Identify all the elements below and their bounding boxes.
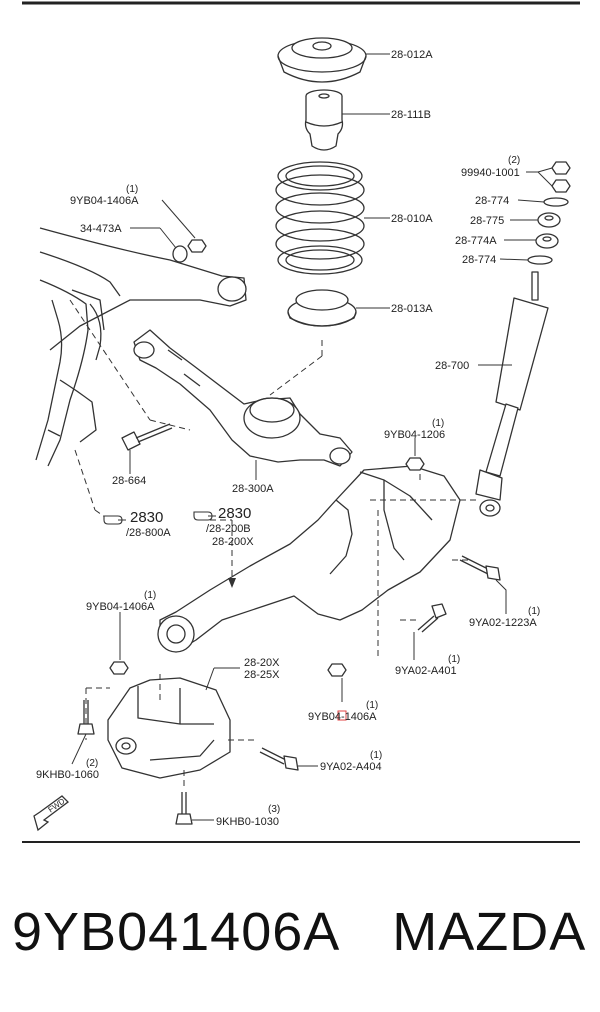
bolt-9ya021223a [459, 555, 501, 581]
callout-label[interactable]: 9YA02-A401 [395, 665, 457, 677]
callout-qty: (1) [432, 418, 444, 429]
ref-28800a[interactable]: /28-800A [126, 527, 171, 539]
ref-2825x[interactable]: 28-25X [244, 669, 280, 681]
bolt-9khb01030 [175, 792, 193, 825]
nut-lower-mount [327, 663, 347, 677]
callout-label[interactable]: 28-013A [391, 303, 433, 315]
callout-qty: (1) [126, 184, 138, 195]
highlight-box [337, 710, 347, 721]
bolt-28664 [121, 423, 173, 451]
footer-title: 9YB041406A MAZDA [0, 892, 600, 972]
shock-absorber [475, 271, 549, 517]
callout-labels: 28-012A 28-111B 28-010A 28-013A (2) 9994… [36, 49, 540, 828]
parts-diagram: FWD 28-012A 28-111B 28-010A 28-013A (2) … [22, 1, 580, 843]
callout-label[interactable]: 9YA02-1223A [469, 617, 537, 629]
ref-2830-left[interactable]: 2830 [130, 509, 163, 526]
callout-label[interactable]: 9YB04-1206 [384, 429, 445, 441]
fwd-arrow-icon: FWD [33, 795, 69, 832]
callout-label[interactable]: 9YB04-1406A [308, 711, 377, 723]
callout-qty: (1) [144, 590, 156, 601]
ref-28200b[interactable]: /28-200B [206, 523, 251, 535]
nut-upper-mount [109, 661, 129, 675]
callout-label[interactable]: 9YA02-A404 [320, 761, 382, 773]
callout-label[interactable]: 28-111B [391, 109, 431, 121]
lower-spring-seat [287, 289, 357, 327]
ref-2830-right[interactable]: 2830 [218, 505, 251, 522]
callout-label[interactable]: 28-300A [232, 483, 274, 495]
reference-labels: 2830 /28-800A 2830 /28-200B 28-200X 28-2… [103, 505, 280, 681]
callout-qty: (2) [508, 155, 520, 166]
callout-qty: (1) [370, 750, 382, 761]
callout-qty: (1) [366, 700, 378, 711]
crossmember-frame [35, 227, 247, 467]
pointing-hand-icon [103, 515, 126, 525]
bolt-9ya02a401 [417, 603, 447, 633]
nut-9yb041206 [405, 457, 425, 471]
callout-label[interactable]: 9KHB0-1060 [36, 769, 99, 781]
callout-label[interactable]: 28-774A [455, 235, 497, 247]
callout-label[interactable]: 28-774 [475, 195, 509, 207]
bolt-9ya02a404 [259, 747, 299, 771]
callout-label[interactable]: 99940-1001 [461, 167, 520, 179]
callout-label[interactable]: 28-775 [470, 215, 504, 227]
pointing-hand-icon [193, 511, 216, 521]
mount-bracket [107, 677, 231, 779]
callout-label[interactable]: 9KHB0-1030 [216, 816, 279, 828]
callout-label[interactable]: 28-012A [391, 49, 433, 61]
footer-part-number: 9YB041406A [12, 902, 341, 962]
ref-2820x[interactable]: 28-20X [244, 657, 280, 669]
callout-qty: (3) [268, 804, 280, 815]
callout-label[interactable]: 28-664 [112, 475, 146, 487]
callout-qty: (2) [86, 758, 98, 769]
coil-spring [275, 161, 365, 275]
upper-spring-seat [277, 37, 367, 83]
callout-label[interactable]: 34-473A [80, 223, 122, 235]
callout-label[interactable]: 28-774 [462, 254, 496, 266]
nut-washer-34473a [172, 239, 207, 263]
trailing-arm [157, 465, 461, 653]
lower-control-arm [133, 329, 353, 467]
callout-qty: (1) [528, 606, 540, 617]
bump-stopper [304, 89, 344, 151]
bolt-9khb01060 [77, 700, 95, 735]
callout-qty: (1) [448, 654, 460, 665]
callout-label[interactable]: 9YB04-1406A [70, 195, 139, 207]
callout-label[interactable]: 28-700 [435, 360, 469, 372]
arrow-28200 [228, 578, 236, 588]
callout-label[interactable]: 9YB04-1406A [86, 601, 155, 613]
shock-hardware [527, 161, 571, 265]
footer-brand: MAZDA [392, 902, 587, 962]
callout-label[interactable]: 28-010A [391, 213, 433, 225]
ref-28200x[interactable]: 28-200X [212, 536, 254, 548]
